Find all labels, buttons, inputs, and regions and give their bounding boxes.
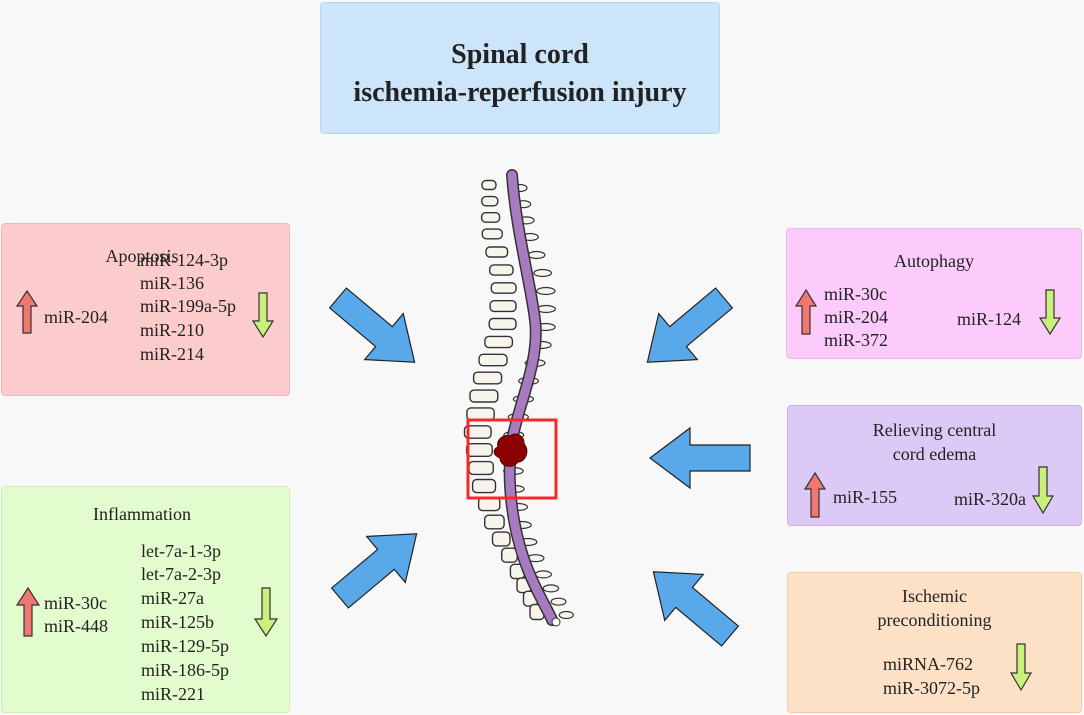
down-arrow-icon bbox=[253, 587, 279, 638]
vertebra-body bbox=[489, 300, 517, 313]
mir-item: miR-214 bbox=[140, 344, 205, 364]
vertebra-body bbox=[490, 282, 517, 294]
vertebra-body bbox=[468, 460, 494, 476]
arrow-edema-icon bbox=[649, 426, 751, 490]
mir-item: miR-204 bbox=[824, 307, 889, 327]
inflammation-panel: Inflammation miR-30c miR-448 let-7a-1-3p… bbox=[1, 486, 290, 713]
vertebra-process bbox=[527, 250, 546, 260]
down-arrow-icon bbox=[1031, 466, 1055, 515]
mir-item: let-7a-2-3p bbox=[141, 564, 221, 584]
title-box: Spinal cord ischemia-reperfusion injury bbox=[320, 2, 720, 134]
arrow-apoptosis-icon bbox=[328, 287, 416, 363]
vertebra-process bbox=[534, 570, 553, 579]
vertebra-body bbox=[484, 335, 514, 349]
mir-item: miR-204 bbox=[44, 307, 109, 327]
vertebra-body bbox=[469, 389, 499, 403]
vertebra-body bbox=[481, 228, 503, 240]
mir-item: miR-448 bbox=[44, 616, 109, 636]
preconditioning-title-line-1: Ischemic bbox=[902, 586, 967, 606]
mir-item: miR-186-5p bbox=[141, 660, 229, 680]
vertebra-body bbox=[480, 211, 501, 223]
mir-item: miR-125b bbox=[141, 612, 215, 632]
vertebra-body bbox=[481, 179, 497, 191]
coccyx-icon bbox=[551, 617, 561, 627]
mir-item: miR-155 bbox=[833, 487, 898, 507]
vertebra-body bbox=[484, 514, 505, 530]
arrow-inflammation-icon bbox=[330, 533, 418, 609]
vertebra-body bbox=[471, 478, 497, 494]
arrow-autophagy-icon bbox=[646, 287, 734, 363]
preconditioning-panel: Ischemic preconditioning miRNA-762 miR-3… bbox=[787, 572, 1082, 713]
highlight-box bbox=[466, 418, 558, 500]
vertebra-process bbox=[536, 286, 556, 296]
mir-item: let-7a-1-3p bbox=[141, 541, 221, 561]
mir-item: miR-372 bbox=[824, 330, 889, 350]
mir-item: miR-221 bbox=[141, 684, 206, 704]
inflammation-title: Inflammation bbox=[93, 504, 191, 524]
mir-item: miR-3072-5p bbox=[883, 678, 980, 698]
vertebra-body bbox=[465, 443, 493, 458]
autophagy-title: Autophagy bbox=[894, 251, 974, 271]
down-arrow-icon bbox=[251, 292, 275, 339]
mir-item: miR-124-3p bbox=[140, 250, 228, 270]
autophagy-panel: Autophagy miR-30c miR-204 miR-372 miR-12… bbox=[786, 228, 1082, 359]
vertebra-body bbox=[481, 195, 499, 207]
mir-item: miR-199a-5p bbox=[140, 296, 236, 316]
lesion-icon bbox=[493, 433, 528, 467]
vertebra-process bbox=[542, 584, 560, 593]
mir-item: miR-27a bbox=[141, 588, 204, 608]
up-arrow-icon bbox=[15, 586, 41, 637]
mir-item: miR-30c bbox=[824, 284, 887, 304]
vertebra-body bbox=[488, 317, 517, 331]
mir-item: miR-320a bbox=[954, 489, 1026, 509]
apoptosis-title: Apoptosis bbox=[105, 246, 179, 266]
edema-title-line-2: cord edema bbox=[892, 444, 977, 464]
title-line-2: ischemia-reperfusion injury bbox=[353, 77, 687, 108]
vertebra-body bbox=[463, 425, 492, 439]
vertebra-body bbox=[466, 407, 495, 421]
mir-item: miR-129-5p bbox=[141, 636, 229, 656]
edema-panel: Relieving central cord edema miR-155 miR… bbox=[787, 405, 1082, 526]
arrow-preconditioning-icon bbox=[652, 571, 740, 647]
down-arrow-icon bbox=[1009, 643, 1033, 692]
vertebra-process bbox=[558, 610, 574, 620]
vertebra-body bbox=[472, 371, 503, 385]
vertebra-body bbox=[489, 264, 514, 276]
title-line-1: Spinal cord bbox=[451, 39, 589, 70]
mir-item: miR-124 bbox=[957, 309, 1022, 329]
mir-item: miR-210 bbox=[140, 320, 205, 340]
down-arrow-icon bbox=[1038, 289, 1062, 336]
apoptosis-panel: Apoptosis miR-204 miR-124-3p miR-136 miR… bbox=[1, 223, 290, 396]
up-arrow-icon bbox=[794, 288, 818, 335]
mir-item: miRNA-762 bbox=[883, 654, 973, 674]
vertebra-body bbox=[485, 246, 509, 258]
vertebra-process bbox=[550, 597, 567, 606]
up-arrow-icon bbox=[803, 471, 827, 518]
up-arrow-icon bbox=[15, 289, 39, 334]
mir-item: miR-30c bbox=[44, 593, 107, 613]
vertebra-body bbox=[491, 531, 511, 547]
mir-item: miR-136 bbox=[140, 273, 205, 293]
edema-title-line-1: Relieving central bbox=[872, 420, 997, 440]
vertebra-process bbox=[533, 268, 552, 278]
preconditioning-title-line-2: preconditioning bbox=[877, 610, 992, 630]
vertebra-body bbox=[478, 353, 508, 367]
